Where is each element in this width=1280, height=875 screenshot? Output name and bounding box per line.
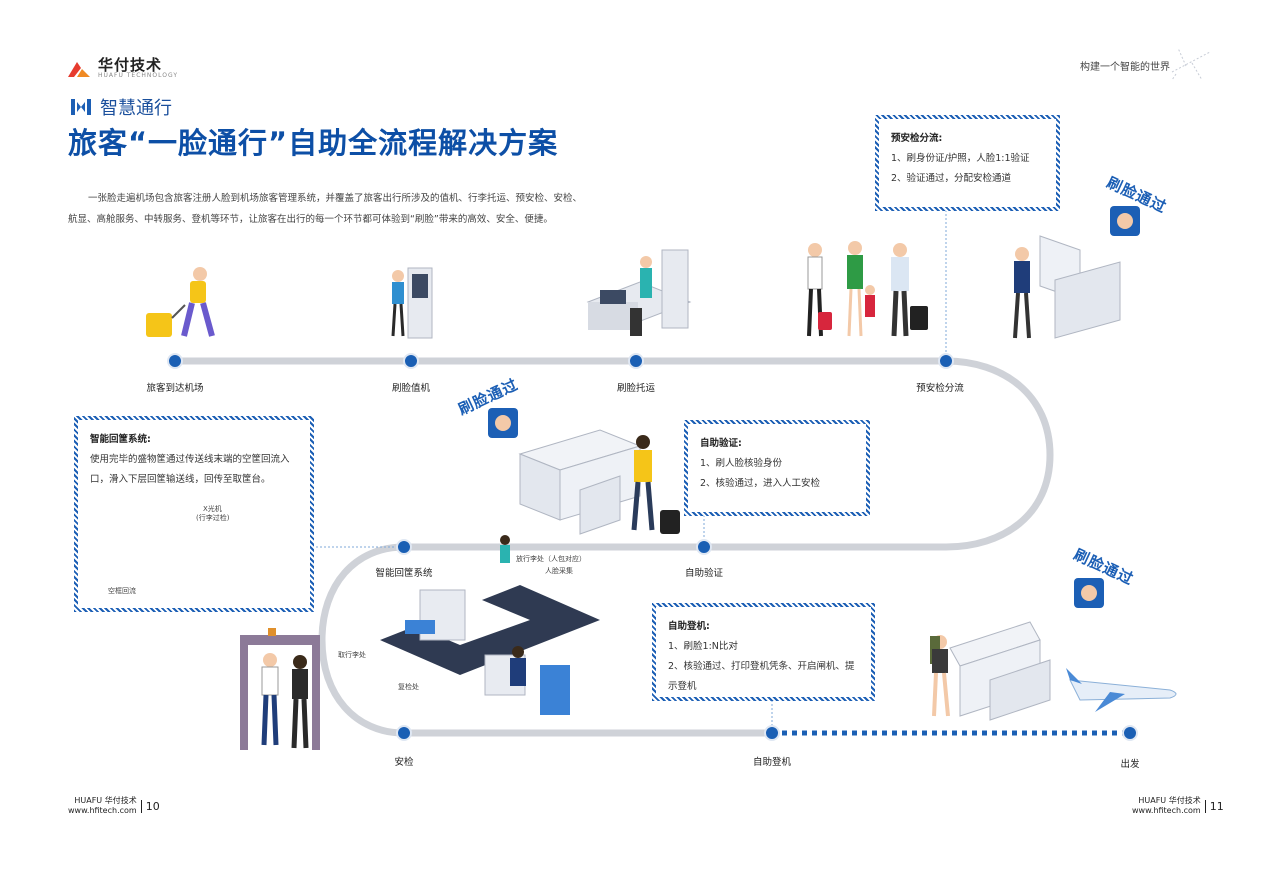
info-box-title: 自助验证: — [700, 438, 742, 449]
recheck-label: 复检处 — [398, 683, 419, 691]
station-dot — [628, 353, 644, 369]
pickup-label: 取行李处 — [338, 651, 366, 659]
family-illustration — [807, 241, 928, 337]
station-label: 刷脸值机 — [391, 383, 431, 394]
security-conveyor-illustration — [380, 535, 600, 715]
page-number: 10 — [140, 799, 160, 813]
brand-logo: 华付技术 HUAFU TECHNOLOGY — [68, 58, 178, 79]
section-title: 智慧通行 — [100, 98, 172, 119]
intro-text: 一张脸走遍机场包含旅客注册人脸到机场旅客管理系统，并覆盖了旅客出行所涉及的值机、… — [68, 193, 583, 225]
info-box-line: 使用完毕的盛物筐通过传送线末端的空筐回流入 — [90, 454, 290, 465]
station-dot — [696, 539, 712, 555]
footer-left: HUAFU 华付技术 www.hfitech.com 10 — [68, 796, 160, 816]
section-heading: 智慧通行 — [70, 94, 172, 120]
station-dot — [938, 353, 954, 369]
station-label: 智能回筐系统 — [375, 568, 433, 579]
info-box-title: 智能回筐系统: — [90, 434, 151, 445]
xray-label: X光机 — [203, 505, 222, 513]
page-title: 旅客“一脸通行”自助全流程解决方案 — [68, 126, 559, 160]
security-gate-illustration — [240, 628, 320, 750]
info-box-pre-check: 预安检分流: 1、刷身份证/护照，人脸1:1验证 2、验证通过，分配安检通道 — [875, 115, 1060, 211]
info-box-line: 2、核验通过、打印登机凭条、开启闸机、提示登机 — [668, 661, 855, 692]
face-badge-icon — [1110, 206, 1140, 236]
traveler-illustration — [146, 267, 215, 337]
xray-sub-label: (行李过检) — [196, 514, 230, 522]
footer-site: www.hfitech.com — [68, 806, 137, 815]
station-dot — [1122, 725, 1138, 741]
brand-name: 华付技术 — [98, 56, 163, 74]
plane-watermark-icon — [1171, 47, 1211, 81]
luggage-place-label: 放行李处（人包对应） — [516, 555, 586, 563]
baggage-drop-illustration — [586, 249, 692, 336]
page-number: 11 — [1204, 799, 1224, 813]
station-label: 安检 — [394, 757, 414, 768]
airplane-icon — [1066, 668, 1177, 712]
footer-right: HUAFU 华付技术 www.hfitech.com 11 — [1132, 796, 1224, 816]
brand-mark-icon — [68, 61, 90, 77]
station-label: 预安检分流 — [916, 383, 964, 394]
info-box-line: 1、刷脸1:N比对 — [668, 641, 738, 652]
face-capture-label: 人脸采集 — [545, 567, 573, 575]
info-box-line: 1、刷身份证/护照，人脸1:1验证 — [891, 153, 1030, 164]
brand-en: HUAFU TECHNOLOGY — [98, 72, 178, 79]
face-gate-illustration-boarding — [930, 621, 1051, 721]
station-dot — [403, 353, 419, 369]
station-label: 自助验证 — [684, 568, 724, 579]
info-box-line: 2、核验通过，进入人工安检 — [700, 478, 821, 489]
info-box-boarding: 自助登机: 1、刷脸1:N比对 2、核验通过、打印登机凭条、开启闸机、提示登机 — [652, 603, 875, 701]
slogan: 构建一个智能的世界 — [1080, 62, 1170, 73]
station-dot — [396, 539, 412, 555]
face-badge-icon — [488, 408, 518, 438]
station-label: 刷脸托运 — [616, 383, 656, 394]
face-gate-illustration-middle — [518, 429, 680, 535]
kiosk-illustration — [391, 267, 433, 339]
footer-site: www.hfitech.com — [1132, 806, 1201, 815]
station-dot — [764, 725, 780, 741]
info-box-line: 口，滑入下层回筐输送线，回传至取筐台。 — [90, 474, 271, 485]
face-gate-illustration-upper — [1013, 235, 1121, 339]
station-label: 出发 — [1120, 759, 1140, 770]
flow-track — [171, 357, 1054, 737]
info-box-self-verify: 自助验证: 1、刷人脸核验身份 2、核验通过，进入人工安检 — [684, 420, 870, 516]
info-box-title: 预安检分流: — [891, 133, 943, 144]
face-badge-icon — [1074, 578, 1104, 608]
info-box-title: 自助登机: — [668, 621, 710, 632]
station-label: 旅客到达机场 — [146, 383, 204, 394]
info-box-basket: 智能回筐系统: 使用完毕的盛物筐通过传送线末端的空筐回流入 口，滑入下层回筐输送… — [74, 416, 314, 612]
section-bars-icon — [71, 99, 91, 115]
footer-brand: HUAFU 华付技术 — [1138, 796, 1201, 805]
footer-brand: HUAFU 华付技术 — [74, 796, 137, 805]
empty-return-label: 空框回流 — [108, 587, 136, 595]
station-dot — [167, 353, 183, 369]
station-dot — [396, 725, 412, 741]
info-box-line: 2、验证通过，分配安检通道 — [891, 173, 1012, 184]
station-label: 自助登机 — [752, 757, 792, 768]
info-box-line: 1、刷人脸核验身份 — [700, 458, 783, 469]
